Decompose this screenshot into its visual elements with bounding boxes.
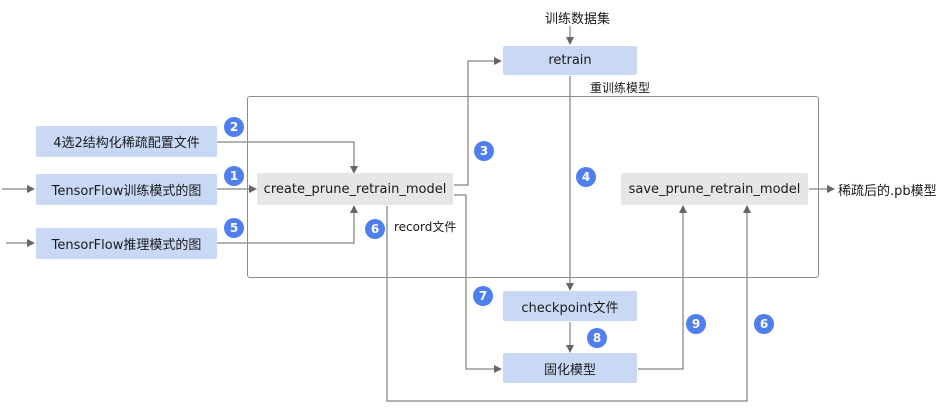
sparse-pb-model-output-label: 稀疏后的.pb模型 bbox=[838, 184, 937, 199]
step-badge-7: 7 bbox=[473, 286, 493, 306]
step-badge-2: 2 bbox=[224, 117, 244, 137]
step-badge-1: 1 bbox=[224, 166, 244, 186]
retrain-model-container bbox=[247, 96, 819, 278]
save-prune-retrain-model-box: save_prune_retrain_model bbox=[621, 173, 808, 205]
step-badge-6-save: 6 bbox=[754, 314, 774, 334]
retrain-model-label: 重训练模型 bbox=[590, 81, 651, 95]
step-badge-8: 8 bbox=[587, 328, 607, 348]
checkpoint-file-box: checkpoint文件 bbox=[503, 291, 637, 321]
record-file-label: record文件 bbox=[394, 220, 457, 234]
tf-training-graph-box: TensorFlow训练模式的图 bbox=[36, 174, 217, 205]
arrow-config-to-create bbox=[217, 141, 358, 174]
step-badge-4: 4 bbox=[576, 167, 596, 187]
step-badge-5: 5 bbox=[224, 218, 244, 238]
sparse-config-file-box: 4选2结构化稀疏配置文件 bbox=[36, 126, 217, 157]
step-badge-9: 9 bbox=[686, 314, 706, 334]
step-badge-6-record: 6 bbox=[365, 219, 385, 239]
arrow-freeze-to-save bbox=[638, 205, 687, 370]
arrow-create-to-freeze bbox=[454, 194, 502, 373]
tf-inference-graph-box: TensorFlow推理模式的图 bbox=[36, 228, 217, 259]
arrow-create-to-retrain bbox=[454, 57, 502, 186]
create-prune-retrain-model-box: create_prune_retrain_model bbox=[257, 173, 453, 205]
arrow-infer-to-create bbox=[217, 205, 358, 244]
arrow-record-to-save bbox=[386, 205, 751, 402]
training-dataset-label: 训练数据集 bbox=[545, 12, 611, 27]
retrain-box: retrain bbox=[503, 46, 637, 75]
step-badge-3: 3 bbox=[474, 141, 494, 161]
freeze-model-box: 固化模型 bbox=[503, 353, 637, 383]
